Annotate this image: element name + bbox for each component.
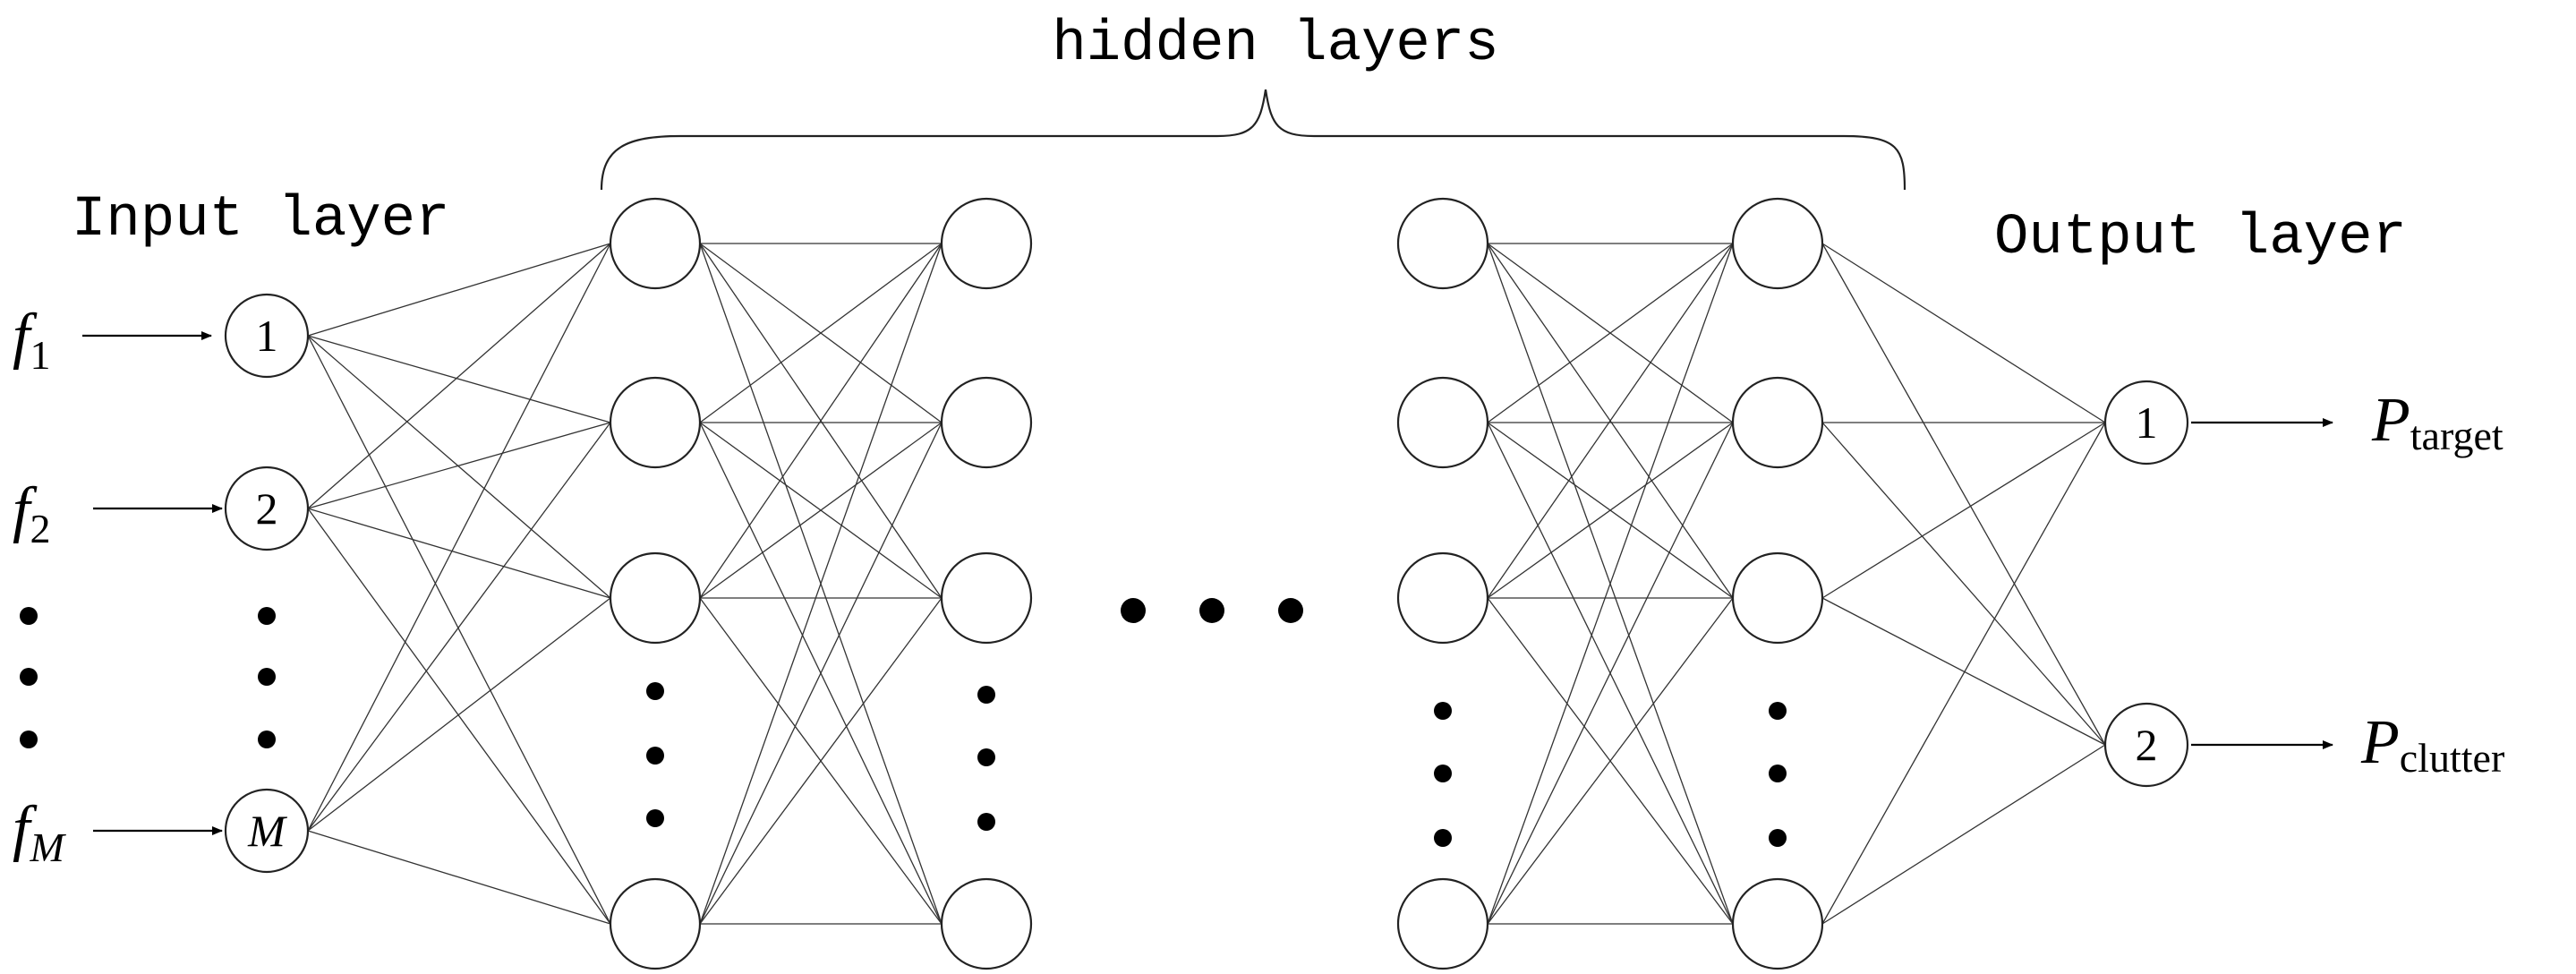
input-layer-label: Input layer (72, 188, 449, 252)
connection-line (699, 243, 943, 925)
output-label-clutter: Pclutter (2360, 708, 2504, 781)
connection-line (1821, 597, 2106, 746)
output-layer-node-label: 2 (2136, 720, 2158, 770)
hidden-layer-1-node (609, 197, 702, 290)
output-layer-node-label: 1 (2136, 397, 2158, 448)
connection-line (699, 422, 943, 925)
connection-line (1821, 243, 2106, 746)
hidden-layer-4-node (1731, 551, 1824, 645)
output-layer-node: 2 (2103, 702, 2189, 788)
hidden-layer-3-node (1396, 551, 1489, 645)
hidden-layer-2-node (940, 877, 1033, 970)
svg-text:Ptarget: Ptarget (2371, 386, 2503, 458)
connection-line (1487, 422, 1734, 599)
hidden-layer-3-node (1396, 376, 1489, 469)
connection-line (699, 597, 943, 925)
input-feature-1: f1 (13, 302, 50, 378)
svg-text:f1: f1 (13, 302, 50, 378)
hidden-layer-4-node (1731, 376, 1824, 469)
network-nodes: 1 2M 1 2 (224, 197, 2189, 970)
connection-line (307, 508, 611, 599)
hidden-layers-label: hidden layers (1052, 13, 1498, 77)
input-feature-ellipsis (20, 607, 38, 748)
input-feature-m: fM (13, 794, 66, 870)
connection-line (307, 243, 611, 509)
hidden-layer-2-node (940, 376, 1033, 469)
connection-line (1821, 422, 2106, 746)
connection-line (1487, 243, 1734, 599)
connection-line (307, 335, 611, 925)
hidden-layer-1-node (609, 551, 702, 645)
hidden-layer-1-node (609, 877, 702, 970)
connection-lines (307, 243, 2106, 925)
connection-line (1487, 597, 1734, 925)
input-feature-2: f2 (13, 475, 50, 551)
output-layer-label: Output layer (1994, 206, 2407, 270)
input-layer-node: 2 (224, 466, 310, 551)
svg-text:f2: f2 (13, 475, 50, 551)
input-layer-node-label: M (247, 806, 287, 856)
connection-line (1487, 422, 1734, 925)
hidden-layer-4-node (1731, 197, 1824, 290)
output-label-target: Ptarget (2371, 386, 2503, 458)
connection-line (1487, 243, 1734, 423)
connection-line (1821, 422, 2106, 925)
connection-line (1821, 422, 2106, 599)
svg-text:Pclutter: Pclutter (2360, 708, 2504, 781)
connection-line (699, 243, 943, 423)
input-layer-node: M (224, 788, 310, 874)
output-layer-node: 1 (2103, 380, 2189, 466)
hidden-layer-3-node (1396, 877, 1489, 970)
input-node-ellipsis (258, 607, 276, 748)
connection-line (307, 422, 611, 832)
connection-line (307, 422, 611, 509)
input-layer-node-label: 2 (256, 483, 278, 534)
connection-line (307, 243, 611, 832)
connection-line (699, 243, 943, 599)
hidden-layer-4-ellipsis (1769, 702, 1787, 847)
hidden-layer-1-node (609, 376, 702, 469)
connection-line (307, 335, 611, 599)
connection-line (307, 830, 611, 925)
connection-line (307, 508, 611, 925)
connection-line (307, 335, 611, 423)
connection-line (699, 422, 943, 599)
hidden-layer-3-node (1396, 197, 1489, 290)
hidden-layers-horizontal-ellipsis (1121, 598, 1303, 623)
connection-line (307, 243, 611, 337)
connection-line (1821, 744, 2106, 925)
hidden-layer-2-node (940, 551, 1033, 645)
svg-text:fM: fM (13, 794, 66, 870)
hidden-layer-2-ellipsis (977, 686, 995, 831)
connection-line (1821, 243, 2106, 423)
input-layer-node: 1 (224, 293, 310, 379)
hidden-layer-3-ellipsis (1434, 702, 1452, 847)
hidden-layers-brace (600, 89, 1906, 191)
hidden-layer-2-node (940, 197, 1033, 290)
connection-line (307, 597, 611, 832)
hidden-layer-1-ellipsis (646, 682, 664, 827)
input-layer-node-label: 1 (256, 311, 278, 361)
hidden-layer-4-node (1731, 877, 1824, 970)
connection-line (1487, 243, 1734, 925)
